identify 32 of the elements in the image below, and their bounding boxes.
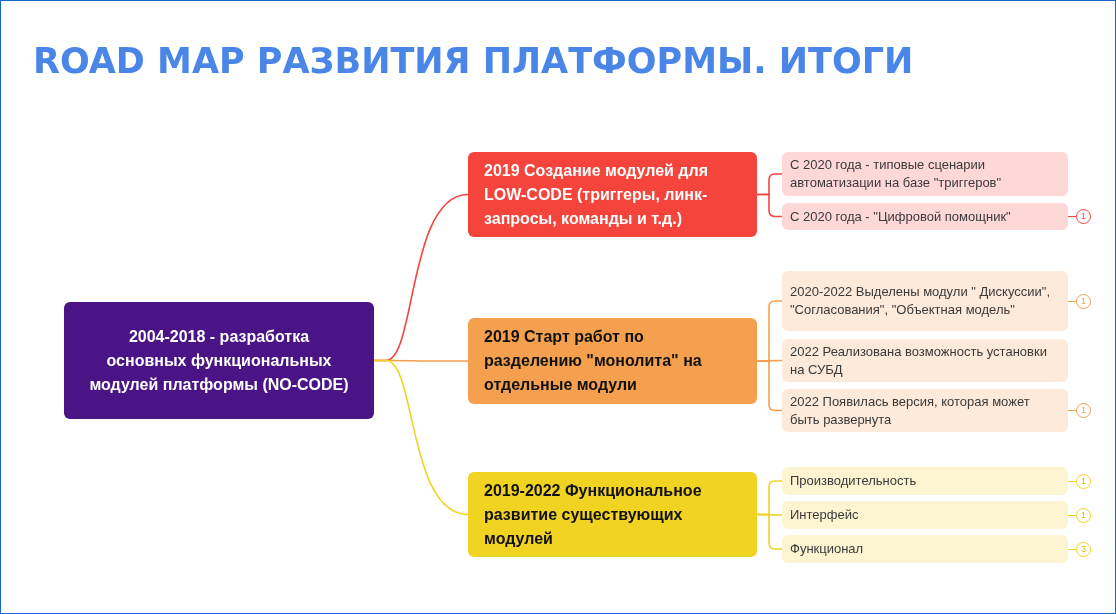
note-count-badge: 1 bbox=[1076, 403, 1091, 418]
subtopic-box bbox=[782, 501, 1068, 529]
topic-box bbox=[468, 152, 757, 237]
topic-text: 2020-2022 Выделены модули " Дискуссии", "Согласования", "Объектная модель" bbox=[790, 283, 1051, 319]
note-count-badge: 1 bbox=[1076, 473, 1091, 489]
topic-text: 2019 Создание модулей для LOW-CODE (триггеры, линк-запросы, команды и т.д.) bbox=[484, 160, 710, 229]
central-topic-box bbox=[64, 302, 374, 419]
note-count-badge: 3 bbox=[1076, 541, 1091, 557]
topic-text: Функционал bbox=[790, 540, 865, 558]
topic-box bbox=[468, 318, 757, 404]
subtopic-box bbox=[782, 203, 1068, 230]
topic-text: Производительность bbox=[790, 472, 918, 490]
note-count-badge: 1 bbox=[1076, 293, 1091, 309]
note-count-badge: 1 bbox=[1076, 507, 1091, 523]
topic-text: 2019-2022 Функциональное развитие существующих модулей bbox=[484, 480, 703, 549]
topic-text: Интерфейс bbox=[790, 506, 860, 524]
slide-title: ROAD MAP РАЗВИТИЯ ПЛАТФОРМЫ. ИТОГИ bbox=[33, 40, 914, 83]
topic-text: 2022 Появилась версия, которая может быть развернута bbox=[790, 392, 1031, 429]
topic-text: 2004-2018 - разработка основных функциональных модулей платформы (NO-CODE) bbox=[88, 326, 350, 395]
topic-text: 2022 Реализована возможность установки на СУБД bbox=[790, 342, 1048, 379]
topic-text: С 2020 года - "Цифровой помощник" bbox=[790, 207, 1012, 226]
topic-box bbox=[468, 472, 757, 557]
topic-text: С 2020 года - типовые сценарии автоматизации на базе "триггеров" bbox=[790, 156, 1003, 192]
topic-text: 2019 Старт работ по разделению "монолита" на отдельные модули bbox=[484, 327, 703, 395]
subtopic-box bbox=[782, 271, 1068, 331]
note-count-badge: 1 bbox=[1076, 209, 1091, 224]
subtopic-box bbox=[782, 339, 1068, 382]
subtopic-box bbox=[782, 535, 1068, 563]
subtopic-box bbox=[782, 152, 1068, 196]
subtopic-box bbox=[782, 467, 1068, 495]
branch-line bbox=[373, 359, 469, 516]
subtopic-box bbox=[782, 389, 1068, 432]
